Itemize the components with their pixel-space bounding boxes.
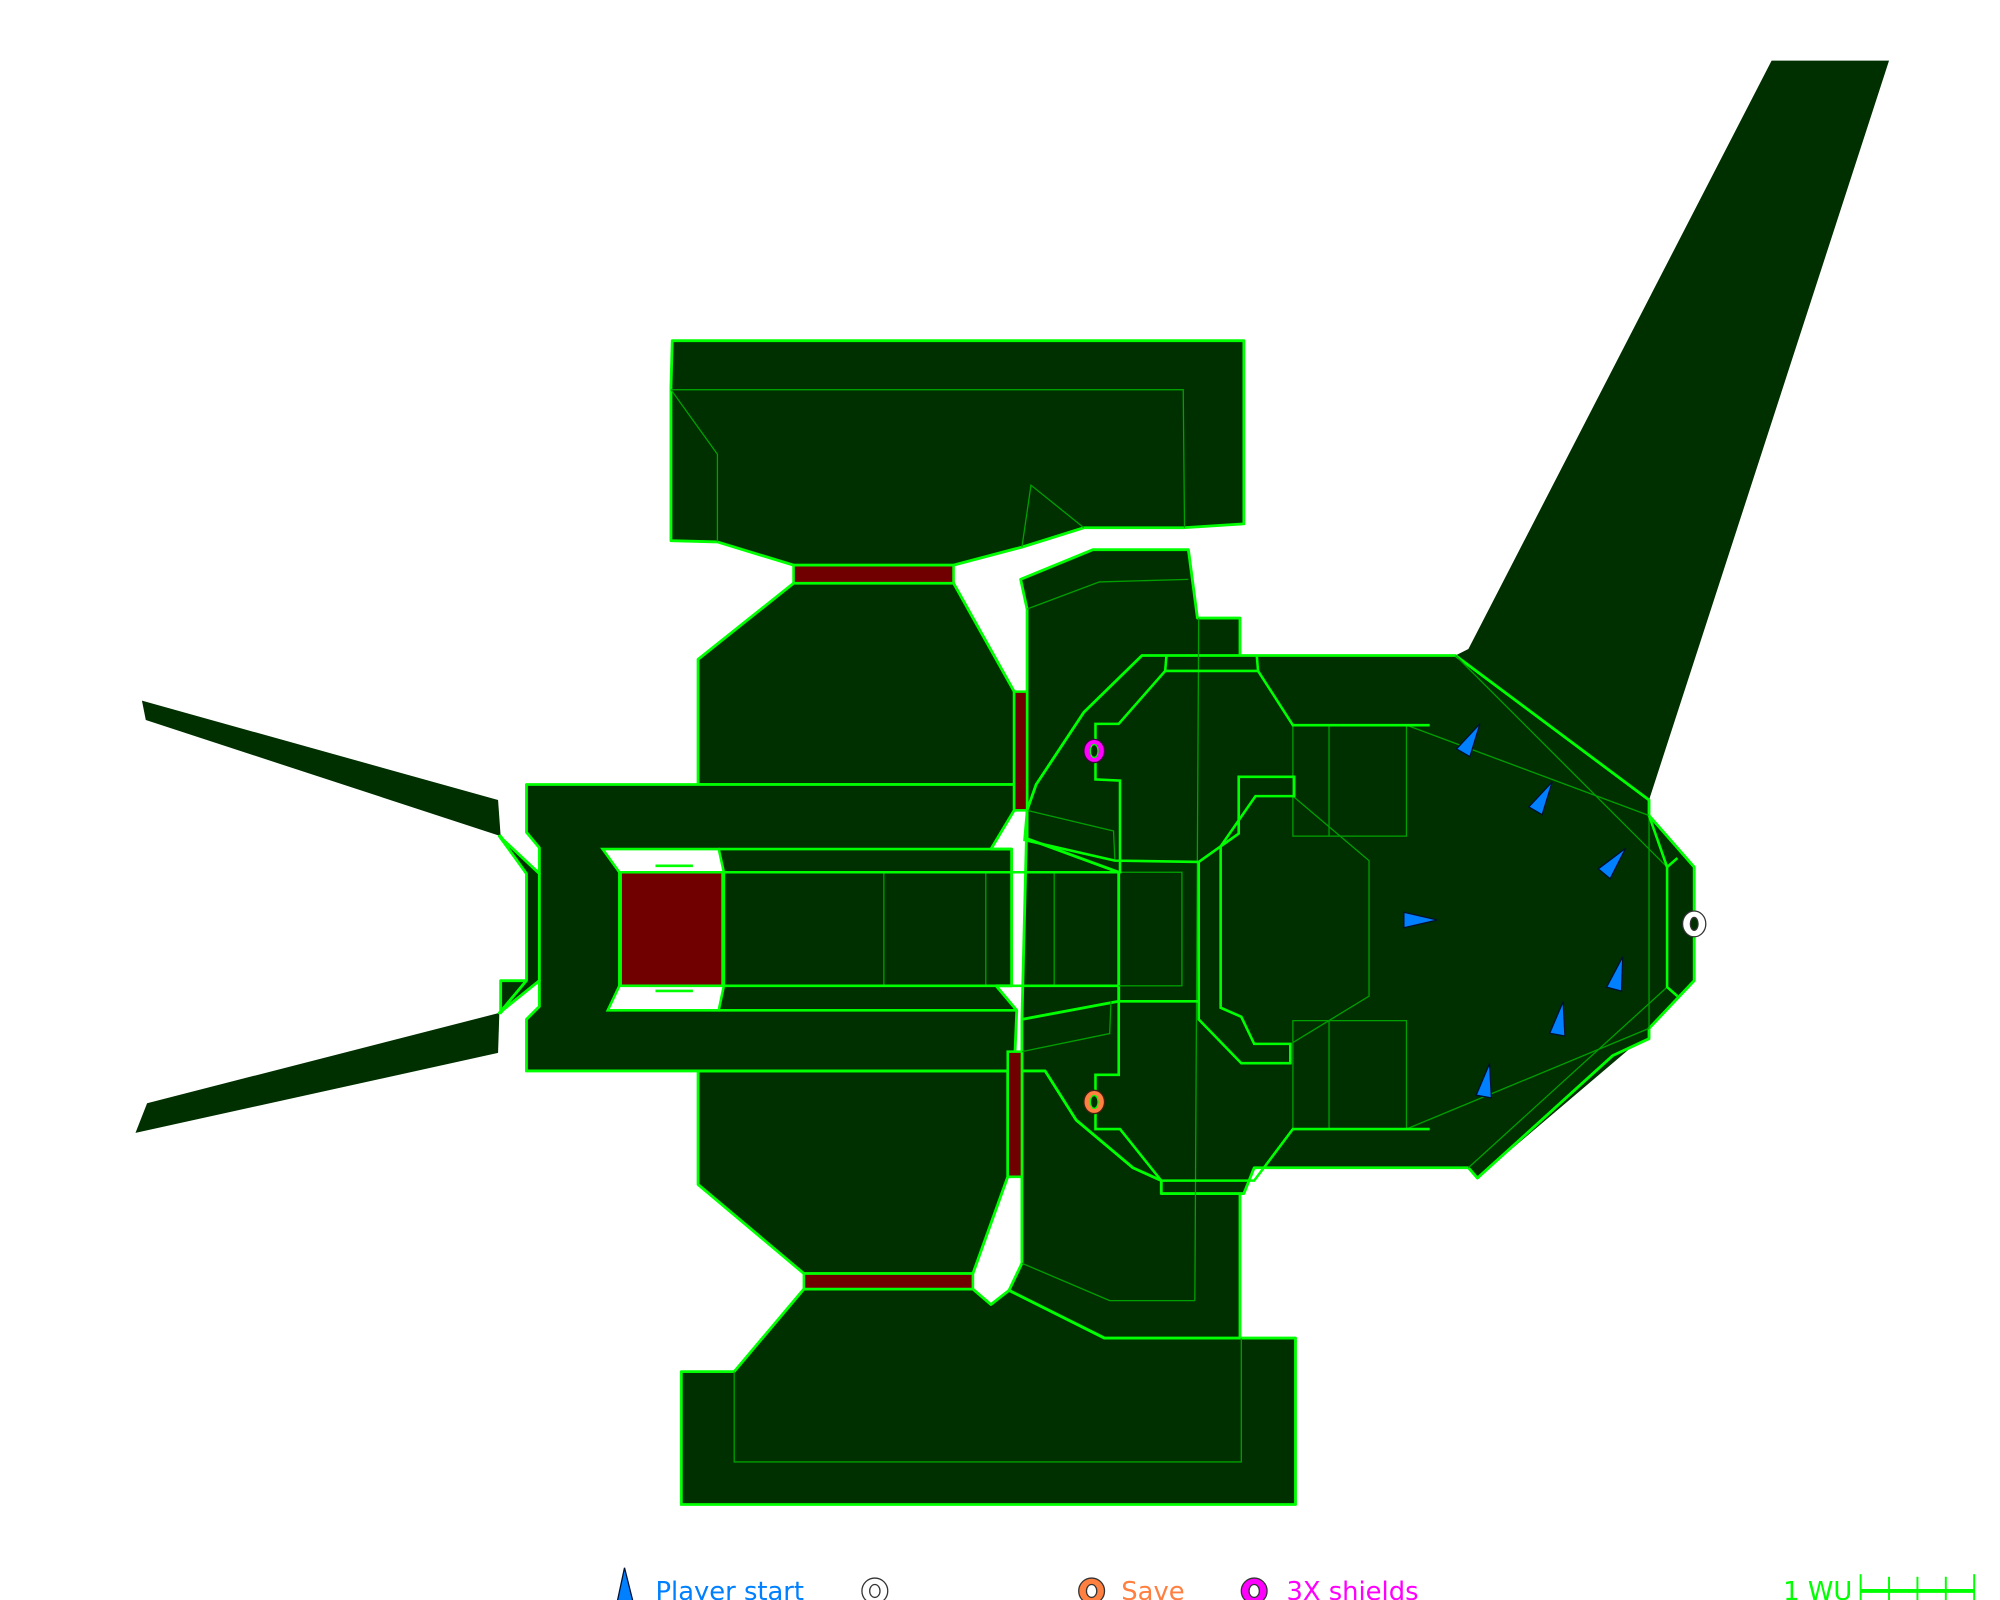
left-block (499, 783, 1019, 1073)
hazard-bar-top (792, 563, 955, 585)
legend-shields: 3X shields (1286, 1577, 1418, 1600)
left-lower-wing (135, 1012, 500, 1133)
floor-detail-lines (670, 389, 1668, 1463)
hazard-bar-bottom (802, 1272, 975, 1291)
player-start-marker[interactable] (1605, 955, 1631, 992)
scale-label: 1 WU (1783, 1577, 1852, 1600)
player-start-markers (1403, 720, 1631, 1099)
exit-marker[interactable] (1681, 910, 1707, 938)
player-start-marker[interactable] (1597, 843, 1631, 880)
upper-body (696, 581, 1016, 786)
legend: Player start Save 3X shields 1 WU (616, 1567, 1976, 1600)
left-upper-wing (141, 700, 501, 837)
player-start-marker[interactable] (1548, 1000, 1571, 1037)
left-connector (497, 834, 541, 1015)
save-marker[interactable] (1083, 1089, 1106, 1115)
save-legend-icon (1078, 1577, 1106, 1600)
right-hub (1020, 654, 1696, 1195)
scale-bar (1859, 1574, 1976, 1600)
player-start-marker[interactable] (1403, 911, 1438, 929)
exit-legend-icon (861, 1577, 889, 1600)
player-start-marker[interactable] (1527, 778, 1559, 816)
hazard-strip-upper (1012, 690, 1029, 812)
top-wing (669, 339, 1246, 567)
wall-outlines (718, 655, 1679, 1182)
player-start-legend-icon (616, 1567, 634, 1600)
player-start-marker[interactable] (1455, 720, 1487, 758)
hazard-pit (619, 870, 724, 988)
shields-marker[interactable] (1083, 738, 1106, 764)
legend-player-start: Player start (655, 1577, 804, 1600)
lower-body (696, 1069, 1010, 1275)
hazard-strip-lower (1006, 1050, 1024, 1179)
shields-legend-icon (1240, 1577, 1268, 1600)
legend-save: Save (1121, 1577, 1184, 1600)
player-start-marker[interactable] (1475, 1062, 1497, 1099)
